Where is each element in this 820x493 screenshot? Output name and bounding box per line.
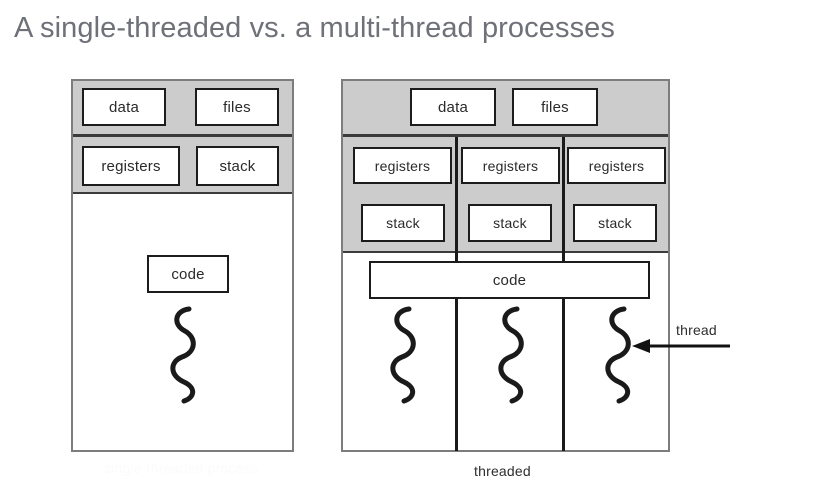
cell-stack-single: stack: [196, 146, 279, 186]
cell-data-single: data: [82, 88, 166, 126]
shared-region-divider-multi: [343, 134, 668, 137]
cell-registers-thread-2: registers: [461, 147, 560, 184]
caption-single-threaded: single-threaded process: [104, 460, 259, 476]
cell-code-multi: code: [369, 261, 650, 299]
arrow-left-icon: [632, 339, 730, 353]
squiggle-thread-icon-3: [605, 306, 631, 404]
cell-files-multi: files: [512, 88, 598, 126]
cell-data-multi: data: [410, 88, 496, 126]
shared-region-divider-single: [73, 134, 292, 137]
cell-registers-thread-1: registers: [353, 147, 452, 184]
cell-code-single: code: [147, 255, 229, 293]
squiggle-thread-icon: [170, 306, 196, 404]
cell-stack-thread-1: stack: [361, 204, 445, 242]
cell-registers-single: registers: [82, 146, 180, 186]
cell-stack-thread-2: stack: [468, 204, 552, 242]
thread-region-divider-multi: [343, 251, 668, 253]
squiggle-thread-icon-1: [390, 306, 416, 404]
cell-registers-thread-3: registers: [567, 147, 666, 184]
cell-files-single: files: [195, 88, 279, 126]
page-title: A single-threaded vs. a multi-thread pro…: [14, 12, 616, 44]
annotation-thread-label: thread: [676, 322, 717, 338]
thread-region-divider-single: [73, 192, 292, 194]
caption-threaded: threaded: [474, 463, 531, 479]
cell-stack-thread-3: stack: [573, 204, 657, 242]
squiggle-thread-icon-2: [498, 306, 524, 404]
